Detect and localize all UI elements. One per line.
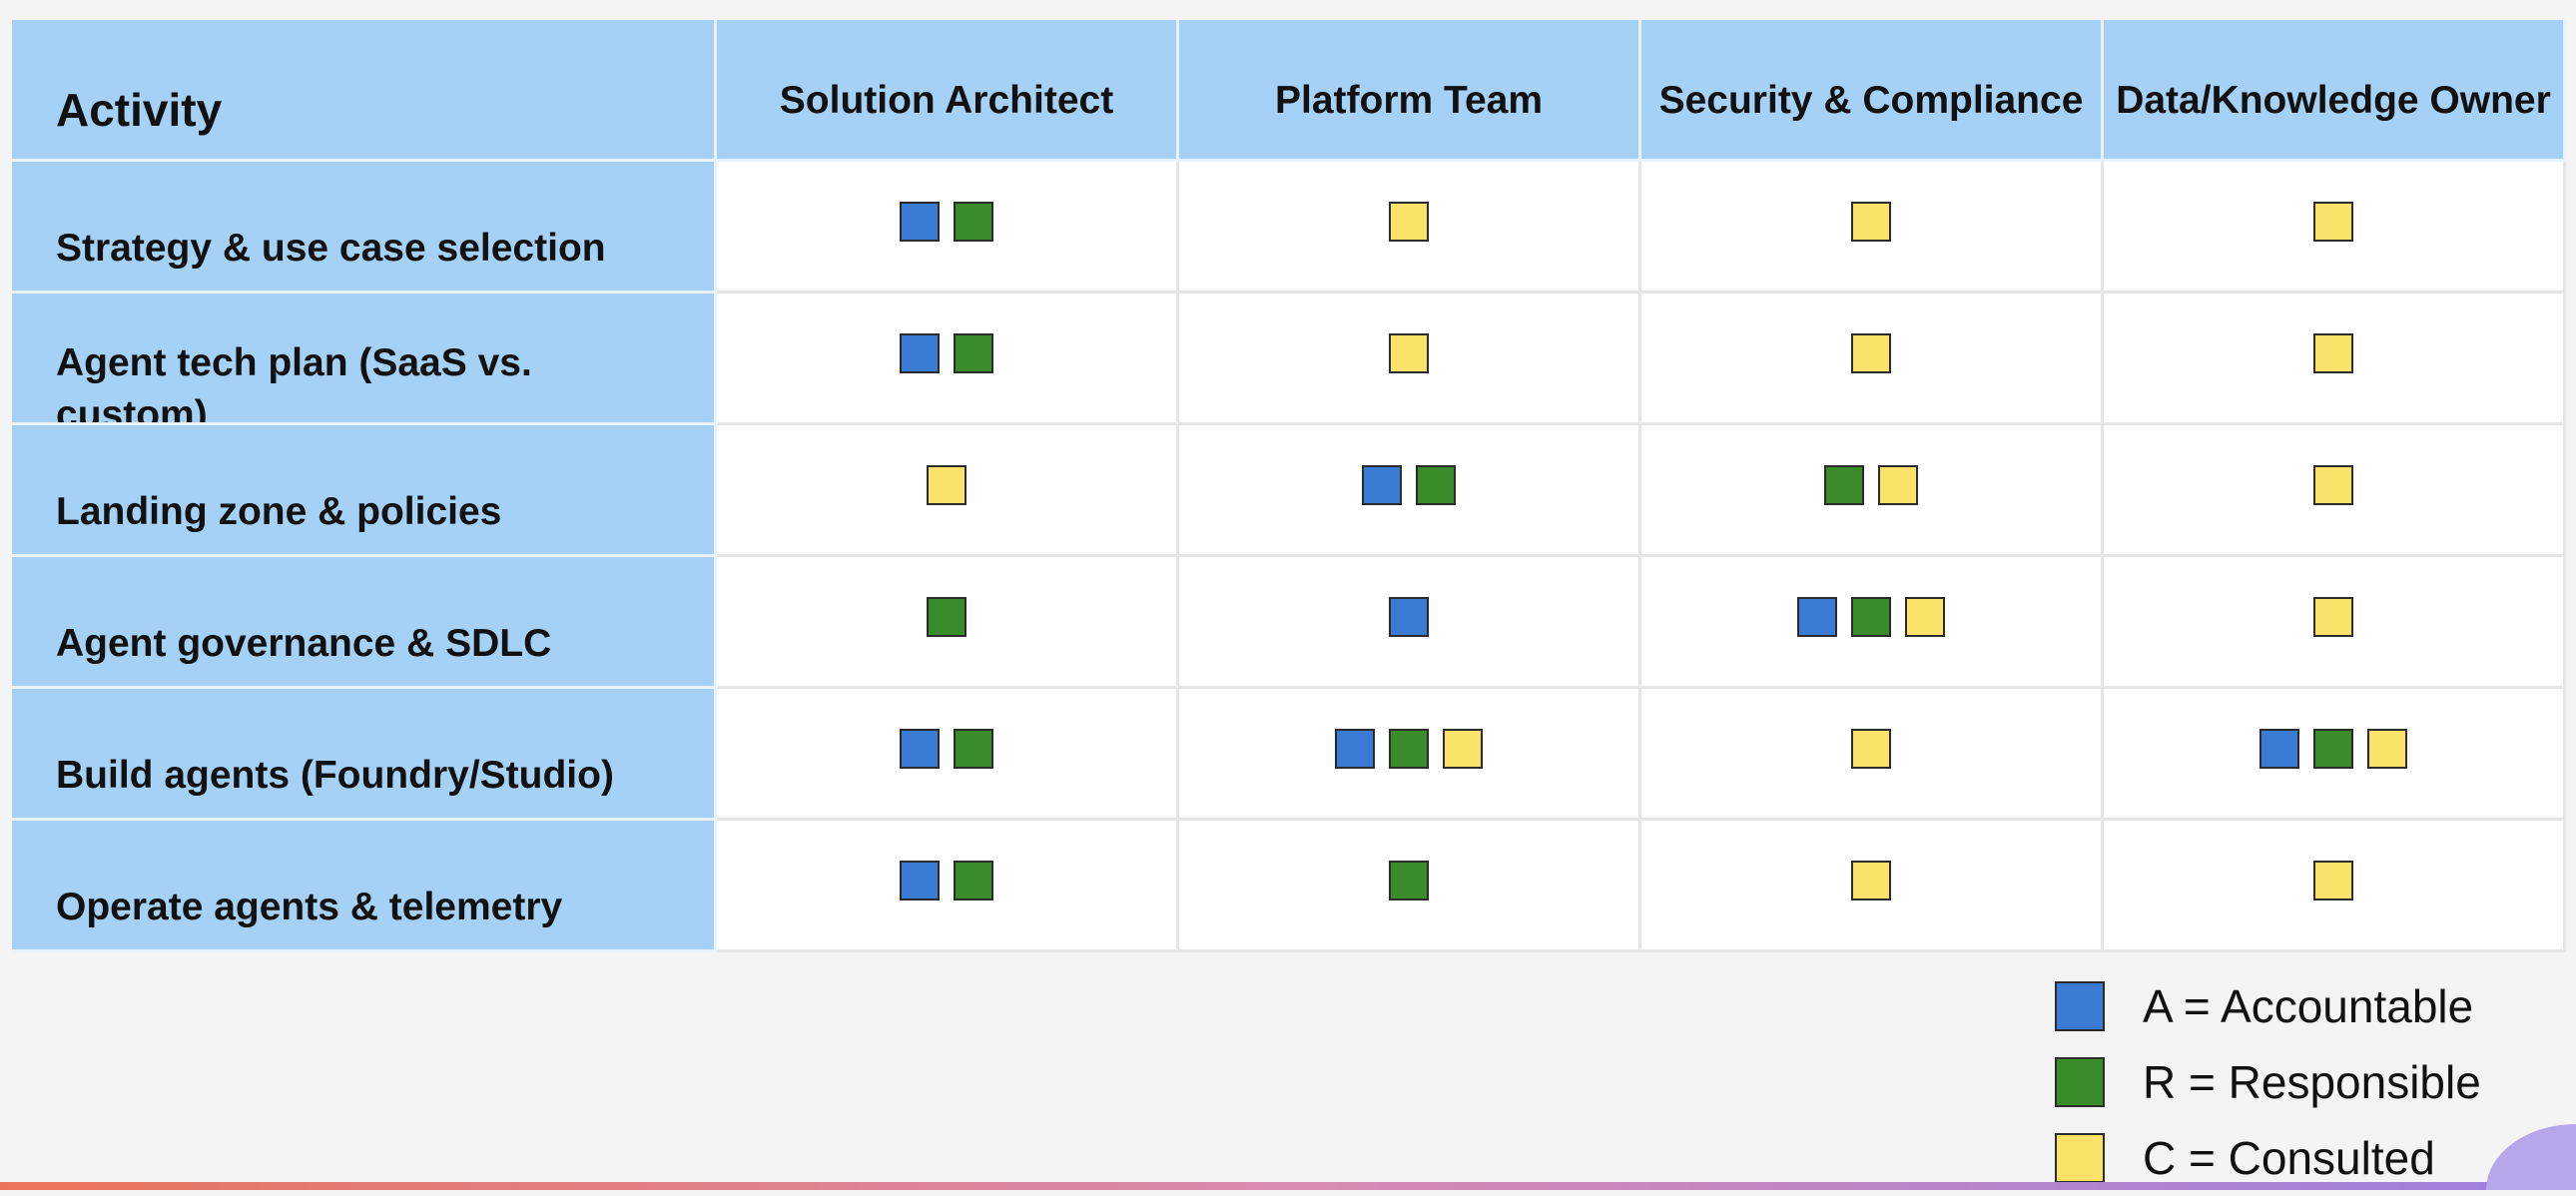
matrix-cell bbox=[2104, 425, 2566, 557]
responsible-marker bbox=[954, 728, 993, 769]
accountable-marker bbox=[900, 860, 940, 900]
consulted-marker bbox=[1851, 332, 1891, 373]
consulted-marker bbox=[2367, 728, 2407, 769]
corner-decoration bbox=[2486, 1124, 2576, 1190]
consulted-marker bbox=[2313, 860, 2353, 900]
legend-item-responsible: R = Responsible bbox=[2055, 1044, 2481, 1120]
legend-label: C = Consulted bbox=[2143, 1132, 2435, 1184]
consulted-marker bbox=[1878, 464, 1918, 505]
matrix-cell bbox=[2104, 821, 2566, 952]
accountable-marker bbox=[2259, 728, 2299, 769]
matrix-cell bbox=[1641, 689, 2104, 821]
responsible-marker bbox=[2313, 728, 2353, 769]
activity-label: Agent tech plan (SaaS vs. custom) bbox=[12, 294, 717, 425]
responsible-marker bbox=[954, 860, 993, 900]
responsible-marker bbox=[1389, 860, 1429, 900]
consulted-marker bbox=[1905, 596, 1945, 637]
accountable-marker bbox=[1797, 596, 1837, 637]
role-header-platform-team: Platform Team bbox=[1179, 20, 1641, 162]
consulted-marker bbox=[927, 464, 966, 505]
raci-matrix: Activity Solution Architect Platform Tea… bbox=[12, 20, 2566, 952]
matrix-cell bbox=[1179, 425, 1641, 557]
matrix-cell bbox=[1179, 689, 1641, 821]
consulted-marker bbox=[1851, 201, 1891, 242]
matrix-cell bbox=[2104, 557, 2566, 689]
matrix-cell bbox=[1641, 821, 2104, 952]
consulted-marker bbox=[2313, 596, 2353, 637]
matrix-cell bbox=[717, 821, 1179, 952]
activity-label: Operate agents & telemetry bbox=[12, 821, 717, 952]
matrix-cell bbox=[1179, 821, 1641, 952]
bottom-accent-bar bbox=[0, 1182, 2576, 1190]
legend-label: A = Accountable bbox=[2143, 980, 2474, 1032]
activity-label: Build agents (Foundry/Studio) bbox=[12, 689, 717, 821]
accountable-marker bbox=[1362, 464, 1402, 505]
accountable-marker bbox=[900, 728, 940, 769]
matrix-cell bbox=[2104, 294, 2566, 425]
accountable-marker bbox=[900, 201, 940, 242]
legend: A = Accountable R = Responsible C = Cons… bbox=[2055, 968, 2481, 1196]
responsible-marker bbox=[1851, 596, 1891, 637]
consulted-marker bbox=[2313, 201, 2353, 242]
matrix-cell bbox=[2104, 162, 2566, 294]
accountable-marker bbox=[900, 332, 940, 373]
responsible-marker bbox=[954, 332, 993, 373]
legend-label: R = Responsible bbox=[2143, 1056, 2481, 1108]
responsible-marker bbox=[927, 596, 966, 637]
consulted-swatch bbox=[2055, 1133, 2105, 1183]
responsible-marker bbox=[1416, 464, 1456, 505]
activity-header: Activity bbox=[12, 20, 717, 162]
matrix-cell bbox=[1641, 162, 2104, 294]
matrix-cell bbox=[1179, 557, 1641, 689]
responsible-marker bbox=[1824, 464, 1864, 505]
consulted-marker bbox=[1851, 728, 1891, 769]
role-header-data-knowledge-owner: Data/Knowledge Owner bbox=[2104, 20, 2566, 162]
responsible-swatch bbox=[2055, 1057, 2105, 1107]
legend-item-consulted: C = Consulted bbox=[2055, 1120, 2481, 1196]
matrix-cell bbox=[1179, 162, 1641, 294]
role-header-solution-architect: Solution Architect bbox=[717, 20, 1179, 162]
matrix-cell bbox=[1179, 294, 1641, 425]
consulted-marker bbox=[1443, 728, 1483, 769]
matrix-cell bbox=[717, 294, 1179, 425]
responsible-marker bbox=[954, 201, 993, 242]
matrix-cell bbox=[717, 162, 1179, 294]
matrix-cell bbox=[1641, 425, 2104, 557]
accountable-marker bbox=[1389, 596, 1429, 637]
matrix-cell bbox=[717, 557, 1179, 689]
matrix-cell bbox=[717, 689, 1179, 821]
accountable-swatch bbox=[2055, 981, 2105, 1031]
responsible-marker bbox=[1389, 728, 1429, 769]
matrix-cell bbox=[717, 425, 1179, 557]
role-header-security-compliance: Security & Compliance bbox=[1641, 20, 2104, 162]
consulted-marker bbox=[2313, 464, 2353, 505]
activity-label: Strategy & use case selection bbox=[12, 162, 717, 294]
matrix-cell bbox=[1641, 557, 2104, 689]
matrix-cell bbox=[1641, 294, 2104, 425]
activity-label: Agent governance & SDLC bbox=[12, 557, 717, 689]
activity-label: Landing zone & policies bbox=[12, 425, 717, 557]
consulted-marker bbox=[1389, 201, 1429, 242]
consulted-marker bbox=[2313, 332, 2353, 373]
consulted-marker bbox=[1851, 860, 1891, 900]
consulted-marker bbox=[1389, 332, 1429, 373]
legend-item-accountable: A = Accountable bbox=[2055, 968, 2481, 1044]
matrix-cell bbox=[2104, 689, 2566, 821]
accountable-marker bbox=[1335, 728, 1375, 769]
